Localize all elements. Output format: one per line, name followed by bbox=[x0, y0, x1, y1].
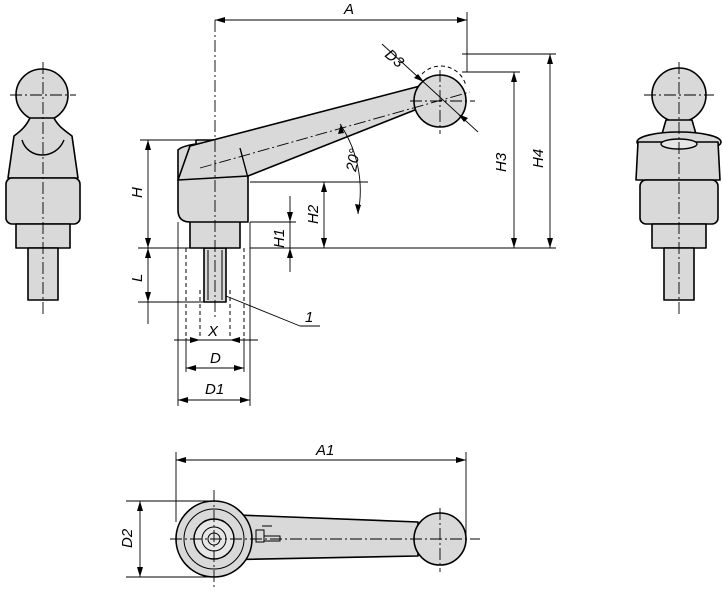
dim-label-angle: 20° bbox=[343, 147, 364, 173]
dim-label-h3: H3 bbox=[493, 152, 510, 172]
right-side-view bbox=[635, 62, 722, 314]
dim-label-a: A bbox=[343, 1, 354, 18]
front-view-dimensions: A D3 H3 H4 20° H2 bbox=[129, 1, 556, 406]
dim-label-l: L bbox=[129, 274, 146, 282]
dim-label-h: H bbox=[129, 187, 146, 198]
dim-label-a1: A1 bbox=[315, 442, 334, 459]
dim-label-d3: D3 bbox=[381, 46, 407, 72]
dim-label-d1: D1 bbox=[205, 381, 224, 398]
dim-label-h4: H4 bbox=[530, 149, 547, 168]
top-view-dimensions: A1 D2 bbox=[119, 442, 467, 578]
logo-mark-icon bbox=[255, 525, 281, 543]
top-view bbox=[170, 490, 480, 590]
callout-1: 1 bbox=[305, 309, 313, 326]
dim-label-h1: H1 bbox=[271, 229, 288, 248]
dim-label-d2: D2 bbox=[119, 528, 136, 548]
front-view bbox=[177, 20, 475, 338]
dim-label-x: X bbox=[207, 323, 219, 340]
left-side-view bbox=[5, 62, 81, 314]
dim-label-h2: H2 bbox=[305, 204, 322, 224]
dim-label-d: D bbox=[210, 350, 221, 367]
